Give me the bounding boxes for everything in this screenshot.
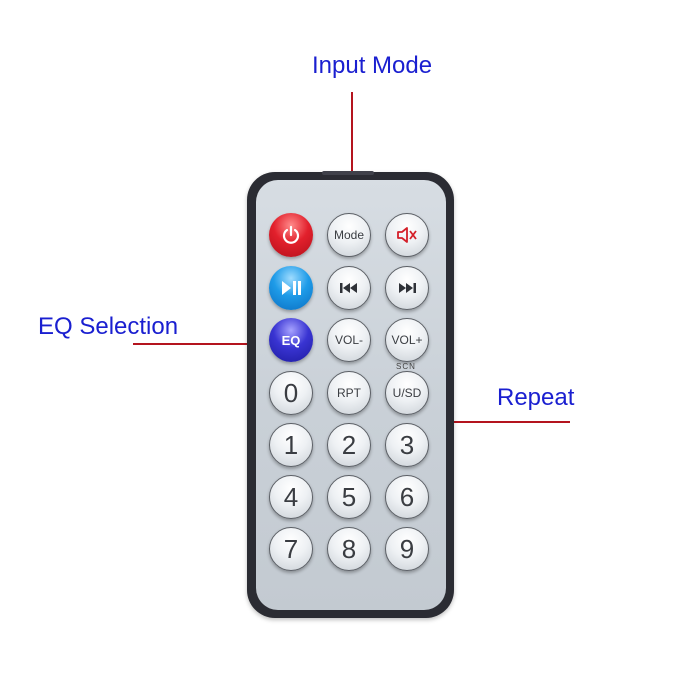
next-button[interactable] xyxy=(385,266,429,310)
mode-button-label: Mode xyxy=(333,228,365,242)
digit-4-button[interactable]: 4 xyxy=(269,475,313,519)
digit-1-label: 1 xyxy=(283,429,299,460)
usb-sd-button[interactable]: U/SD xyxy=(385,371,429,415)
next-icon xyxy=(399,283,416,293)
digit-4-label: 4 xyxy=(283,481,299,512)
digit-6-label: 6 xyxy=(399,481,415,512)
play-pause-button[interactable] xyxy=(269,266,313,310)
volume-up-button[interactable]: VOL+ xyxy=(385,318,429,362)
digit-8-button[interactable]: 8 xyxy=(327,527,371,571)
volume-down-button[interactable]: VOL- xyxy=(327,318,371,362)
mode-button[interactable]: Mode xyxy=(327,213,371,257)
repeat-button[interactable]: RPT xyxy=(327,371,371,415)
power-icon xyxy=(282,225,300,244)
input-mode-leader-line xyxy=(351,92,353,230)
mute-icon xyxy=(397,227,417,243)
scn-label: SCN xyxy=(396,362,416,371)
volume-down-label: VOL- xyxy=(334,333,363,347)
digit-0-button[interactable]: 0 xyxy=(269,371,313,415)
eq-selection-leader-line xyxy=(133,343,291,345)
previous-button[interactable] xyxy=(327,266,371,310)
repeat-leader-line xyxy=(352,421,570,423)
digit-9-label: 9 xyxy=(399,533,415,564)
volume-up-label: VOL+ xyxy=(391,333,423,347)
eq-selection-label: EQ Selection xyxy=(38,313,179,340)
usb-sd-label: U/SD xyxy=(392,386,422,400)
digit-3-button[interactable]: 3 xyxy=(385,423,429,467)
digit-5-button[interactable]: 5 xyxy=(327,475,371,519)
mute-button[interactable] xyxy=(385,213,429,257)
digit-8-label: 8 xyxy=(341,533,357,564)
input-mode-label: Input Mode xyxy=(312,52,433,79)
repeat-button-label: RPT xyxy=(337,386,361,400)
digit-1-button[interactable]: 1 xyxy=(269,423,313,467)
digit-7-label: 7 xyxy=(283,533,299,564)
remote-ir-window xyxy=(322,171,374,175)
eq-button-label: EQ xyxy=(281,332,301,348)
digit-3-label: 3 xyxy=(399,429,415,460)
digit-2-label: 2 xyxy=(341,429,357,460)
eq-button[interactable]: EQ xyxy=(269,318,313,362)
digit-2-button[interactable]: 2 xyxy=(327,423,371,467)
digit-9-button[interactable]: 9 xyxy=(385,527,429,571)
power-button[interactable] xyxy=(269,213,313,257)
play-pause-icon xyxy=(282,281,301,295)
previous-icon xyxy=(340,283,357,293)
digit-5-label: 5 xyxy=(341,481,357,512)
repeat-label: Repeat xyxy=(497,384,575,411)
digit-7-button[interactable]: 7 xyxy=(269,527,313,571)
digit-6-button[interactable]: 6 xyxy=(385,475,429,519)
digit-0-label: 0 xyxy=(283,377,299,408)
